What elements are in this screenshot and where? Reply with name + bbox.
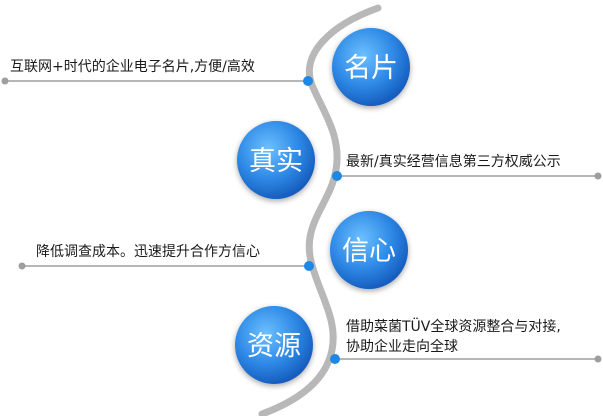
- connectors: [5, 80, 598, 360]
- node-title-2: 真实: [249, 146, 303, 177]
- node-badge-1: 名片: [332, 28, 410, 106]
- node-badge-3: 信心: [330, 211, 408, 289]
- endpoint-dot-1: [1, 77, 9, 85]
- node-description-2-line-1: 最新/真实经营信息第三方权威公示: [346, 154, 561, 170]
- node-description-1-line-1: 互联网+时代的企业电子名片,方便/高效: [10, 59, 255, 75]
- endpoint-dot-3: [18, 262, 26, 270]
- node-title-1: 名片: [344, 53, 398, 84]
- node-description-4: 借助菜菌TÜV全球资源整合与对接, 协助企业走向全球: [346, 317, 561, 357]
- curve-dot-3: [304, 261, 314, 271]
- curve-dots: [303, 76, 342, 364]
- node-description-3: 降低调查成本。迅速提升合作方信心: [36, 242, 260, 262]
- curve-dot-2: [332, 171, 342, 181]
- endpoint-dot-4: [594, 355, 602, 363]
- node-description-1: 互联网+时代的企业电子名片,方便/高效: [10, 57, 255, 77]
- endpoint-dot-2: [594, 172, 602, 180]
- node-title-3: 信心: [342, 236, 396, 267]
- node-description-2: 最新/真实经营信息第三方权威公示: [346, 152, 561, 172]
- node-badge-4: 资源: [235, 306, 313, 384]
- node-description-3-line-1: 降低调查成本。迅速提升合作方信心: [36, 244, 260, 260]
- endpoint-dots: [1, 77, 602, 363]
- node-description-4-line-1: 借助菜菌TÜV全球资源整合与对接,: [346, 319, 561, 335]
- flow-curve: [258, 4, 382, 416]
- node-description-4-line-2: 协助企业走向全球: [346, 339, 458, 355]
- curve-dot-1: [303, 76, 313, 86]
- node-title-4: 资源: [247, 331, 301, 362]
- node-badge-2: 真实: [237, 121, 315, 199]
- curve-dot-4: [330, 354, 340, 364]
